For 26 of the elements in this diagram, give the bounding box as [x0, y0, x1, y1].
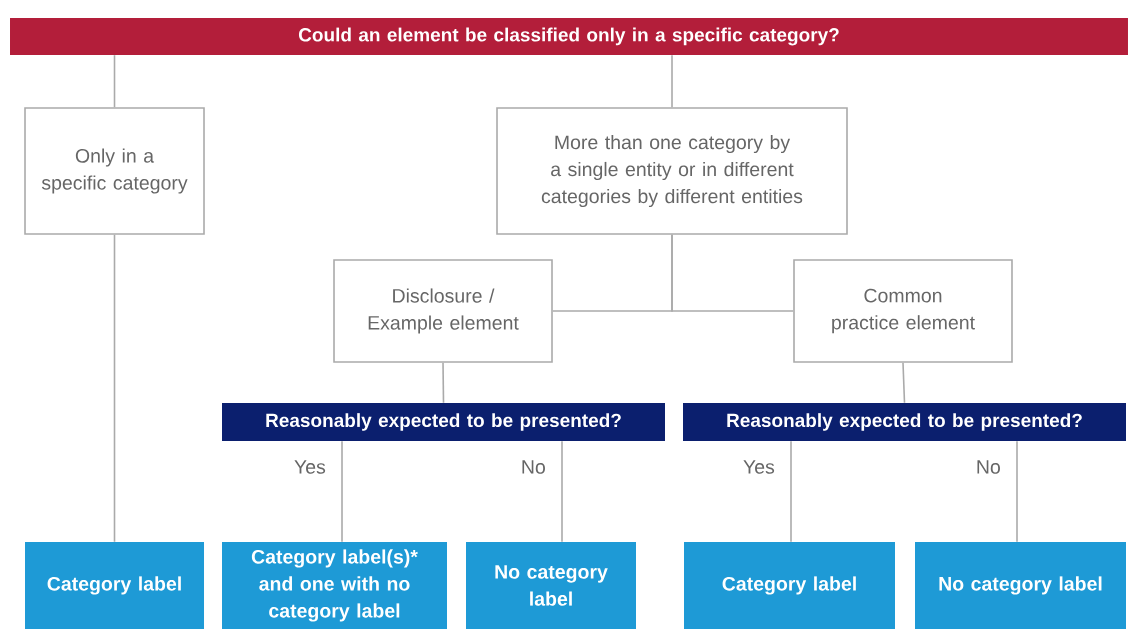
- question-bar: Reasonably expected to be presented?: [222, 403, 665, 441]
- connector-line: [341, 440, 343, 543]
- connector-line: [790, 440, 792, 543]
- connector-line: [1016, 440, 1018, 543]
- category-box: Only in a specific category: [24, 107, 205, 235]
- connector-line: [113, 234, 116, 543]
- connector-line: [671, 234, 794, 312]
- connector-line: [561, 440, 563, 543]
- connector-line: [902, 362, 906, 404]
- question-banner: Could an element be classified only in a specific category?: [10, 18, 1128, 55]
- connector-line: [671, 54, 673, 108]
- question-bar: Reasonably expected to be presented?: [683, 403, 1126, 441]
- edge-label: No: [522, 460, 545, 474]
- result-box: Category label(s)* and one with no category label: [222, 542, 447, 629]
- result-box: No category label: [915, 542, 1126, 629]
- result-box: Category label: [25, 542, 204, 629]
- category-box: Disclosure / Example element: [333, 259, 553, 363]
- result-box: Category label: [684, 542, 895, 629]
- edge-label: Yes: [743, 460, 775, 474]
- connector-line: [113, 54, 116, 108]
- result-box: No category label: [466, 542, 636, 629]
- category-box: More than one category by a single entity or in different categories by different entities: [496, 107, 848, 235]
- category-box: Common practice element: [793, 259, 1013, 363]
- edge-label: Yes: [294, 460, 326, 474]
- edge-label: No: [977, 460, 1000, 474]
- connector-line: [442, 362, 445, 404]
